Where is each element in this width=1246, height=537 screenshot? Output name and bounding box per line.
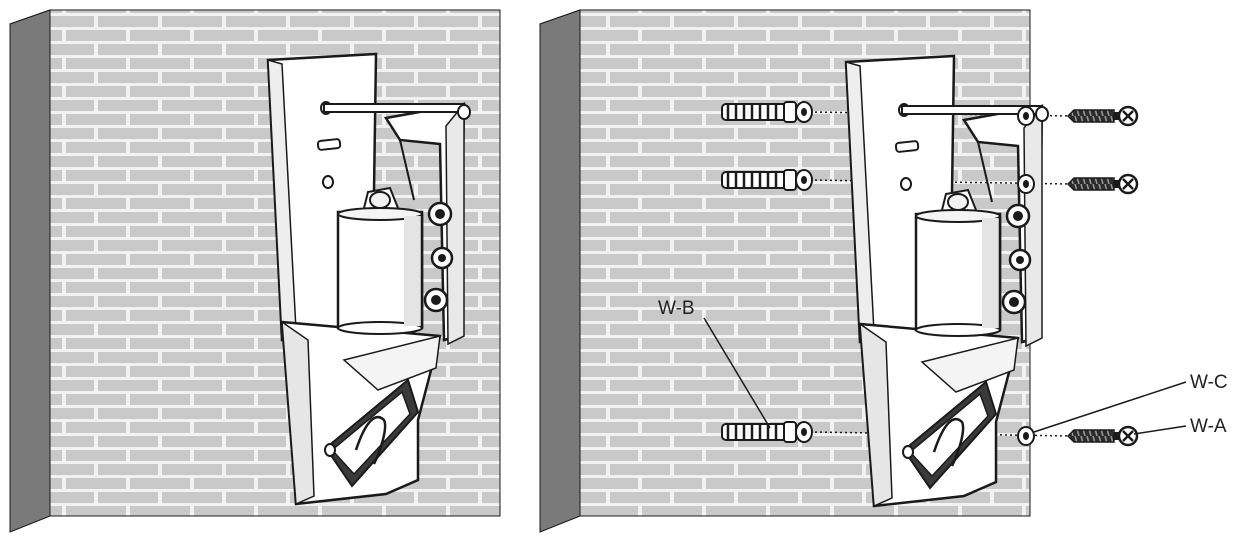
wall-plug-anchor-icon: [720, 420, 814, 444]
label-w-a: W-A: [1190, 416, 1227, 437]
phillips-screw-icon: [1066, 105, 1139, 127]
phillips-screw-icon: [1066, 425, 1139, 447]
washer-icon: [1017, 174, 1035, 194]
callout-leaders: [703, 317, 1187, 435]
wall-plug-anchor-icon: [720, 100, 814, 124]
label-w-c: W-C: [1190, 372, 1228, 393]
wall-panel-left: [9, 9, 501, 533]
washer-icon: [1017, 106, 1035, 126]
label-w-b: W-B: [658, 298, 695, 319]
washer-icon: [1017, 426, 1035, 446]
phillips-screw-icon: [1066, 173, 1139, 195]
wall-plug-anchor-icon: [720, 168, 814, 192]
